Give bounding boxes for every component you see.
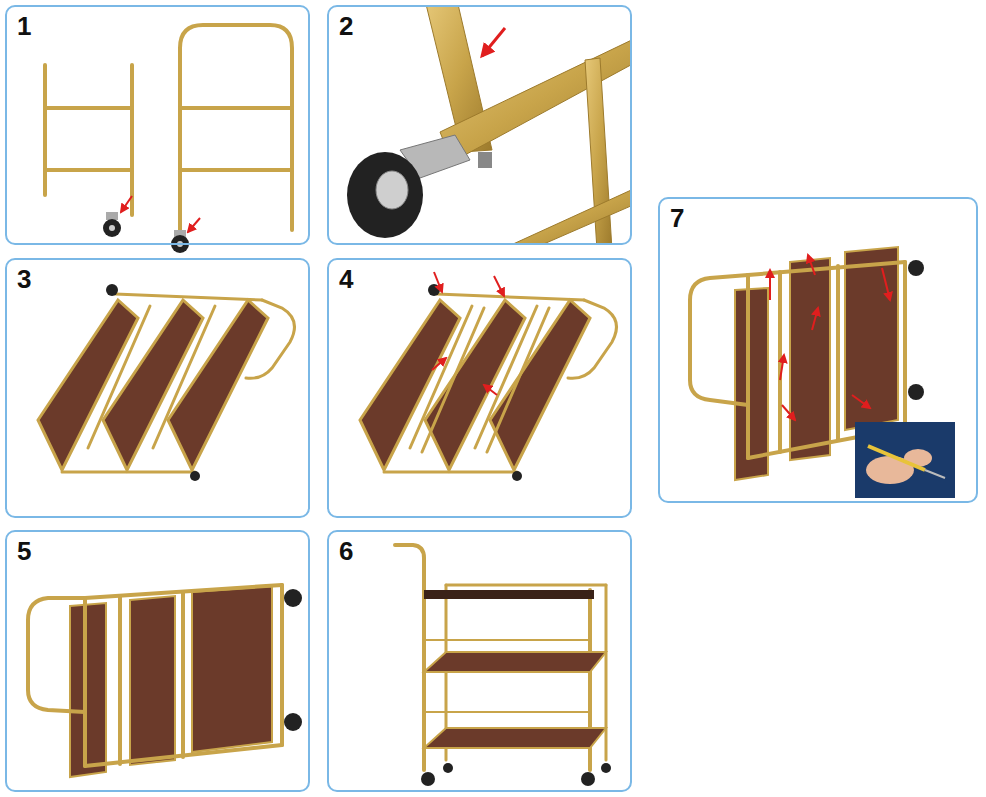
step-panel: 5 [5,530,310,792]
caster-closeup [347,7,630,243]
cart-on-side [38,284,295,481]
caster [103,212,189,253]
step-panel: 2 [327,5,632,245]
step-panel: 6 [327,530,632,792]
step-number: 7 [670,203,684,233]
step-panel: 1 [5,5,310,245]
frame-parts [45,25,292,230]
inset-photo [855,422,955,498]
step-number: 6 [339,536,353,566]
step-panel: 4 [327,258,632,518]
assembled-cart [395,545,611,786]
step-number: 5 [17,536,31,566]
cart-on-side [28,585,302,777]
step-number: 1 [17,11,31,41]
cart-on-side [690,247,955,498]
red-arrow [121,196,200,232]
cart-on-side [360,272,617,481]
step-number: 3 [17,264,31,294]
step-panel: 7 [658,197,978,503]
step-number: 4 [339,264,353,294]
step-number: 2 [339,11,353,41]
step-panel: 3 [5,258,310,518]
